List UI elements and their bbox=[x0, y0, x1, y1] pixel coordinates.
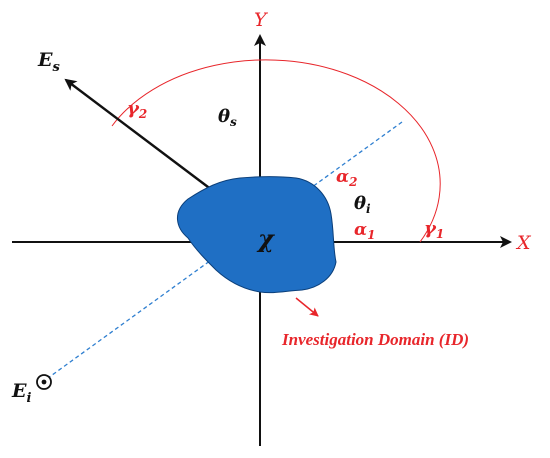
alpha1-symbol: α bbox=[354, 220, 367, 240]
incident-field-symbol: E bbox=[11, 380, 27, 402]
incident-field-subscript: i bbox=[26, 391, 31, 406]
scattering-object bbox=[177, 176, 337, 294]
alpha1-subscript: 1 bbox=[367, 228, 375, 242]
gamma2-subscript: 2 bbox=[138, 107, 147, 121]
theta-i-symbol: θ bbox=[354, 193, 366, 214]
theta-i-label: θi bbox=[354, 193, 371, 216]
gamma1-symbol: γ bbox=[424, 218, 437, 239]
object-label: χ bbox=[256, 224, 275, 253]
x-axis-label: X bbox=[515, 232, 532, 254]
gamma-angle-arc bbox=[111, 59, 441, 243]
scattered-field-arrow bbox=[64, 78, 213, 191]
incident-field-label: Ei bbox=[11, 380, 31, 406]
gamma1-subscript: 1 bbox=[436, 227, 444, 241]
theta-s-symbol: θ bbox=[218, 106, 230, 127]
theta-i-subscript: i bbox=[366, 202, 371, 216]
scattered-field-symbol: E bbox=[37, 49, 53, 71]
alpha2-label: α2 bbox=[336, 167, 357, 189]
alpha1-label: α1 bbox=[354, 220, 375, 242]
y-axis-label: Y bbox=[254, 9, 269, 31]
alpha2-symbol: α bbox=[336, 167, 349, 187]
investigation-domain-pointer-arrow bbox=[295, 297, 319, 317]
out-of-plane-dot-icon bbox=[36, 374, 52, 390]
gamma2-label: γ2 bbox=[127, 98, 147, 121]
scattered-field-subscript: s bbox=[52, 60, 60, 75]
gamma1-label: γ1 bbox=[424, 218, 444, 241]
theta-s-label: θs bbox=[218, 106, 237, 129]
theta-s-subscript: s bbox=[230, 115, 237, 129]
alpha2-subscript: 2 bbox=[348, 175, 357, 189]
investigation-domain-caption: Investigation Domain (ID) bbox=[281, 330, 469, 349]
gamma2-symbol: γ bbox=[127, 98, 140, 119]
scattered-field-label: Es bbox=[37, 49, 60, 75]
